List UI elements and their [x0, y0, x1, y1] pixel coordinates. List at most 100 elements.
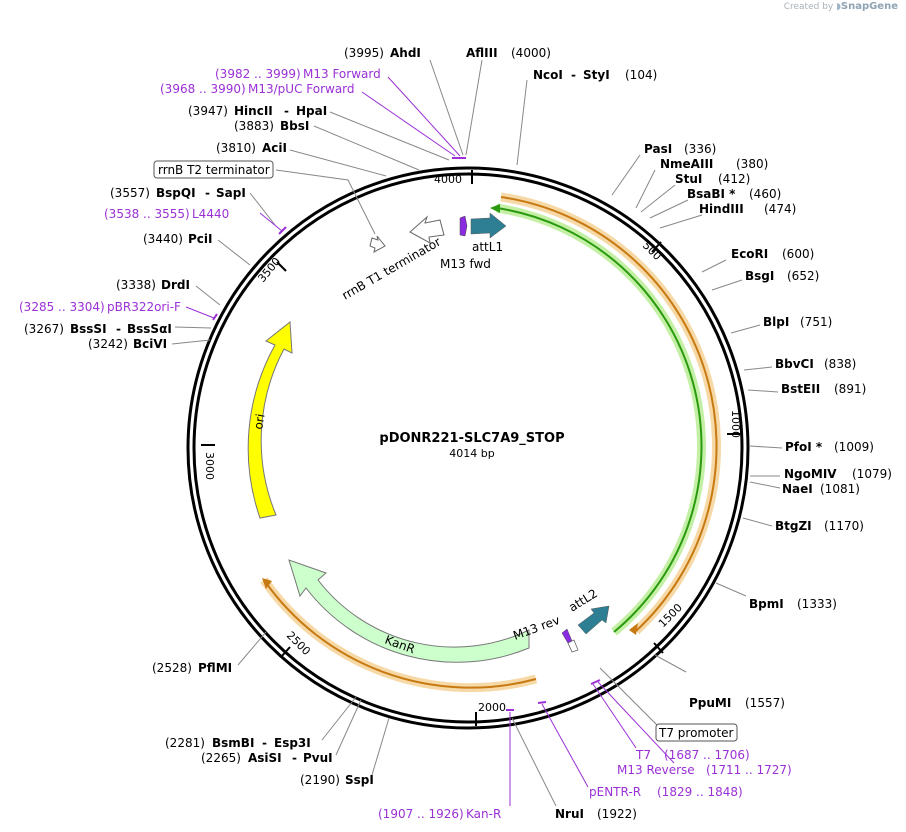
- site-name-btgzi: BtgZI: [775, 519, 812, 533]
- credit-prefix: Created by: [783, 2, 834, 12]
- m13-fwd-arrow: [459, 215, 468, 237]
- site-name-pfoi: PfoI *: [785, 440, 823, 454]
- backbone-inner: [192, 172, 744, 724]
- green-arc: [496, 207, 703, 633]
- site-pos-ngomiv: (1079): [852, 467, 892, 481]
- site-name-bpmi: BpmI: [749, 597, 784, 611]
- site-pos-pflmi: (2528): [152, 661, 192, 675]
- site-name-asisi: AsiSI: [248, 751, 282, 765]
- site-name2-esp3i: Esp3I: [274, 736, 311, 750]
- rrnb-t1-arrow: [409, 215, 445, 244]
- site-pos-naei: (1081): [820, 482, 860, 496]
- site-name-nrui: NruI: [555, 807, 584, 821]
- tick-label-3000: 3000: [203, 452, 216, 480]
- site-pos-ahdi: (3995): [344, 46, 384, 60]
- site-name-pflmi: PflMI: [198, 661, 232, 675]
- site-pos-bspqi: (3557): [110, 186, 150, 200]
- attl1-label: attL1: [472, 240, 503, 254]
- primer-name-m13-puc-forward: M13/pUC Forward: [248, 82, 355, 96]
- snapgene-credit: Created by ◗SnapGene: [784, 1, 898, 12]
- primer-name-kan-r: Kan-R: [466, 807, 501, 821]
- orange-lower-arrowhead-icon: [262, 578, 272, 589]
- kanr-arrow: [288, 559, 530, 663]
- primer-name-pentr-r: pENTR-R: [589, 785, 641, 799]
- site-pos-bbvci: (838): [824, 357, 856, 371]
- site-pos-hincii: (3947): [188, 104, 228, 118]
- primer-range-m13-forward: (3982 .. 3999): [215, 67, 301, 81]
- site-pos-bcivi: (3242): [88, 337, 128, 351]
- site-pos-ecori: (600): [782, 247, 814, 261]
- snapgene-logo-icon: ◗: [836, 2, 841, 12]
- primer-marks: [212, 157, 601, 711]
- site-name-bsmbi: BsmBI: [212, 736, 254, 750]
- site-sep-bsssi: -: [116, 322, 121, 336]
- tick-marks: [201, 170, 741, 726]
- site-name-drdi: DrdI: [161, 278, 190, 292]
- site-pos-hindiii: (474): [764, 202, 796, 216]
- m13-rev-label: M13 rev: [511, 613, 561, 643]
- site-name-blpi: BlpI: [763, 315, 789, 329]
- primer-name-m13-forward: M13 Forward: [303, 67, 381, 81]
- plasmid-name: pDONR221-SLC7A9_STOP: [379, 431, 564, 446]
- site-name-sspi: SspI: [345, 773, 374, 787]
- green-arc-glow: [496, 203, 706, 636]
- primer-range-m13-puc-forward: (3968 .. 3990): [160, 82, 246, 96]
- orange-arc-glow: [500, 192, 721, 635]
- site-name-bsgi: BsgI: [745, 269, 774, 283]
- rrnb-t2-label: rrnB T2 terminator: [158, 163, 270, 177]
- site-pos-bpmi: (1333): [797, 597, 837, 611]
- site-pos-sspi: (2190): [300, 773, 340, 787]
- site-pos-ncoi: (104): [625, 68, 657, 82]
- site-pos-bsgi: (652): [787, 269, 819, 283]
- site-name-afliii: AflIII: [466, 46, 498, 60]
- site-name-ecori: EcoRI: [731, 247, 768, 261]
- enzyme-leader-lines: [171, 59, 783, 807]
- site-name-bsabi: BsaBI *: [687, 187, 736, 201]
- site-name-bbsi: BbsI: [280, 119, 309, 133]
- orange-arc-lower: [263, 579, 537, 689]
- site-name-pasi: PasI: [644, 142, 672, 156]
- backbone-outer: [186, 166, 750, 730]
- site-pos-btgzi: (1170): [824, 519, 864, 533]
- site-pos-afliii: (4000): [511, 46, 551, 60]
- site-name-stui: StuI: [675, 172, 702, 186]
- site-name-acii: AciI: [262, 141, 287, 155]
- primer-name-t7: T7: [635, 748, 651, 762]
- primer-name-m13-reverse: M13 Reverse: [617, 763, 695, 777]
- primer-range-kan-r: (1907 .. 1926): [378, 807, 464, 821]
- orange-arc: [500, 196, 718, 632]
- site-name-ahdi: AhdI: [390, 46, 421, 60]
- site-name-bsssi: BssSI: [70, 322, 107, 336]
- m13-fwd-label: M13 fwd: [440, 257, 491, 271]
- rrnb-t1-label: rrnB T1 terminator: [340, 235, 444, 303]
- site-pos-bbsi: (3883): [234, 119, 274, 133]
- site-pos-bsssi: (3267): [24, 322, 64, 336]
- t7-small-arrow: [567, 639, 579, 653]
- attl1-arrow: [470, 212, 507, 239]
- site-pos-asisi: (2265): [201, 751, 241, 765]
- site-name-bspqi: BspQI: [156, 186, 196, 200]
- site-name-ngomiv: NgoMIV: [784, 467, 837, 481]
- site-name-hincii: HincII: [234, 104, 273, 118]
- green-arc-arrowhead-icon: [490, 204, 500, 213]
- site-pos-drdi: (3338): [116, 278, 156, 292]
- attl2-arrow: [577, 605, 610, 635]
- site-pos-nmeaiii: (380): [736, 157, 768, 171]
- plasmid-length: 4014 bp: [449, 447, 494, 460]
- site-sep-ncoi: -: [571, 68, 576, 82]
- site-name-hindiii: HindIII: [699, 202, 744, 216]
- orange-arc-lower-glow: [260, 577, 538, 693]
- tick-label-2000: 2000: [478, 701, 506, 714]
- site-sep-asisi: -: [292, 751, 297, 765]
- t7-promoter-box: [655, 723, 738, 742]
- site-pos-pasi: (336): [684, 142, 716, 156]
- site-pos-bsteii: (891): [834, 382, 866, 396]
- site-sep-hincii: -: [284, 104, 289, 118]
- primer-range-l4440: (3538 .. 3555): [104, 207, 190, 221]
- site-pos-bsabi: (460): [749, 187, 781, 201]
- site-name2-pvui: PvuI: [303, 751, 333, 765]
- rrnb-t2-box: [153, 160, 274, 179]
- site-pos-pfoi: (1009): [834, 440, 874, 454]
- site-name-ppumi: PpuMI: [689, 696, 731, 710]
- site-name-bbvci: BbvCI: [775, 357, 814, 371]
